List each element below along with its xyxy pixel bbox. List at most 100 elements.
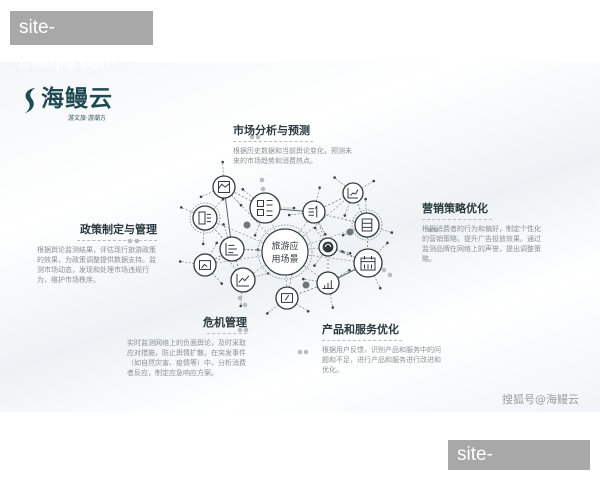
spoke-dot <box>342 234 345 237</box>
sohu-watermark: 搜狐号@海鳗云 <box>502 391 579 407</box>
spoke-dot <box>302 278 305 281</box>
decor-dot <box>304 350 309 355</box>
spoke-dot <box>221 161 224 164</box>
spoke-line <box>243 189 254 198</box>
section-product: 产品和服务优化 根据用户反馈，识别产品和服务中的问题和不足，进行产品和服务进行改… <box>322 323 442 375</box>
section-desc: 实时监测网络上的负面舆论，及时采取应对措施，防止舆情扩散。在突发事件（如自然灾害… <box>127 338 247 378</box>
divider <box>207 333 247 334</box>
decor-dot <box>238 296 243 301</box>
decor-dot <box>388 273 393 278</box>
spoke-line <box>303 279 317 281</box>
decor-dot <box>298 350 303 355</box>
spoke-dot <box>293 207 296 210</box>
spoke-line <box>342 252 355 258</box>
spoke-line <box>289 213 303 215</box>
line-chart-icon-node <box>231 268 255 292</box>
spoke-dot <box>379 287 382 290</box>
decor-dot <box>382 268 387 273</box>
database-icon-node <box>355 213 379 237</box>
spoke-line <box>212 273 221 283</box>
spoke-dot <box>179 260 182 263</box>
spoke-dot <box>372 180 375 183</box>
spoke-line <box>224 224 229 237</box>
spoke-dot <box>386 242 389 245</box>
spoke-line <box>366 199 367 213</box>
spoke-line <box>315 228 323 240</box>
spoke-dot <box>341 250 344 253</box>
spoke-line <box>255 273 269 277</box>
center-node <box>262 229 308 275</box>
calendar-icon-node <box>354 249 382 277</box>
spoke-line <box>316 188 319 202</box>
decor-dot <box>260 178 265 183</box>
spoke-dot <box>348 269 351 272</box>
spoke-line <box>345 202 350 215</box>
spoke-line <box>267 305 278 314</box>
section-desc: 根据历史数据和当前舆论变化，预测未来的市场趋势和消费热点。 <box>233 146 353 166</box>
site-watermark-top: site-maiqiu.com <box>10 11 153 45</box>
spoke-dot <box>240 204 243 207</box>
section-policy: 政策制定与管理 根据舆论监测结果，评估现行旅游政策的效果，为政策调整提供数据支持… <box>37 223 157 285</box>
section-title: 政策制定与管理 <box>37 223 157 237</box>
spoke-line <box>378 243 388 253</box>
spoke-dot <box>241 188 244 191</box>
spoke-line <box>289 274 292 288</box>
section-market-analysis: 市场分析与预测 根据历史数据和当前舆论变化，预测未来的市场趋势和消费热点。 <box>233 124 353 166</box>
spoke-dot <box>333 176 336 179</box>
grid-icon-node <box>250 193 280 223</box>
spoke-line <box>255 222 260 235</box>
spoke-line <box>201 191 214 196</box>
section-title: 营销策略优化 <box>422 202 542 216</box>
spoke-line <box>210 243 217 255</box>
hub-dot <box>303 282 310 289</box>
section-title: 危机管理 <box>127 316 247 330</box>
spoke-dot <box>364 198 367 201</box>
spoke-dot <box>288 214 291 217</box>
divider <box>422 219 492 220</box>
spoke-dot <box>266 312 269 315</box>
spoke-line <box>223 162 224 176</box>
spoke-dot <box>314 227 317 230</box>
center-label-line2: 用场景 <box>271 254 298 265</box>
decor-dot <box>243 303 248 308</box>
divider <box>77 240 157 241</box>
section-marketing: 营销策略优化 根据消费者的行为和偏好，制定个性化的营销策略，提升广告投放效果。通… <box>422 202 542 264</box>
divider <box>233 141 313 142</box>
site-watermark-bottom: site-maiqiu.com <box>448 440 590 470</box>
refresh-icon-fill <box>323 242 334 253</box>
spoke-dot <box>391 231 394 234</box>
section-desc: 根据用户反馈，识别产品和服务中的问题和不足，进行产品和服务进行改进和优化。 <box>322 345 442 375</box>
spoke-dot <box>324 233 327 236</box>
spoke-dot <box>202 243 205 246</box>
section-title: 产品和服务优化 <box>322 323 442 337</box>
spoke-dot <box>220 282 223 285</box>
spoke-line <box>314 254 322 265</box>
spoke-dot <box>331 306 334 309</box>
spoke-dot <box>254 234 257 237</box>
spoke-dot <box>222 223 225 226</box>
section-desc: 根据消费者的行为和偏好，制定个性化的营销策略，提升广告投放效果。通过监测品牌在网… <box>422 224 542 264</box>
spoke-dot <box>343 214 346 217</box>
spoke-line <box>213 199 223 209</box>
section-crisis: 危机管理 实时监测网络上的负面舆论，及时采取应对措施，防止舆情扩散。在突发事件（… <box>127 316 247 378</box>
section-title: 市场分析与预测 <box>233 124 353 138</box>
decor-dot <box>261 187 266 192</box>
hub-dot <box>244 222 251 229</box>
spoke-dot <box>215 242 218 245</box>
divider <box>322 340 402 341</box>
spoke-line <box>330 294 333 308</box>
spoke-line <box>296 304 308 311</box>
spoke-dot <box>239 305 242 308</box>
section-desc: 根据舆论监测结果，评估现行旅游政策的效果，为政策调整提供数据支持。监测市场动态，… <box>37 245 157 285</box>
area-chart-icon-node <box>213 176 235 198</box>
spoke-dot <box>200 195 203 198</box>
spoke-line <box>362 181 374 188</box>
spoke-line <box>374 276 380 289</box>
spoke-dot <box>313 264 316 267</box>
spoke-dot <box>349 252 352 255</box>
center-label-line1: 旅游应 <box>271 240 298 252</box>
spoke-line <box>180 262 194 264</box>
spoke-dot <box>180 206 183 209</box>
spoke-dot <box>318 186 321 189</box>
spoke-line <box>335 178 346 187</box>
